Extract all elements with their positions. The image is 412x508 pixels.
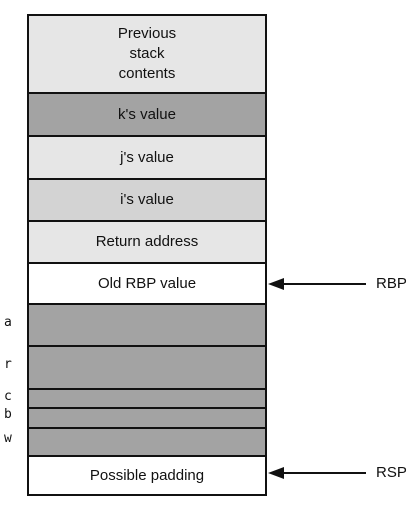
j-value-label: j's value	[120, 148, 174, 166]
local-a-label: a	[4, 315, 12, 330]
old-rbp-value-label: Old RBP value	[97, 274, 197, 292]
rbp-arrow-icon	[268, 278, 366, 290]
local-c-cell	[29, 388, 265, 407]
possible-padding-label: Possible padding	[89, 466, 205, 484]
return-address-cell: Return address	[29, 220, 265, 262]
rsp-pointer: RSP	[268, 463, 408, 483]
return-address-label: Return address	[95, 233, 199, 250]
i-value-label: i's value	[120, 191, 174, 208]
local-w-label: w	[4, 431, 12, 446]
i-value-cell: i's value	[29, 178, 265, 220]
local-a-cell	[29, 303, 265, 345]
rsp-arrow-icon	[268, 467, 366, 479]
local-c-label: c	[4, 389, 12, 404]
local-w-cell	[29, 427, 265, 455]
old-rbp-value-cell: Old RBP value	[29, 262, 265, 303]
rbp-pointer: RBP	[268, 274, 408, 294]
rsp-label: RSP	[376, 464, 407, 481]
local-r-cell	[29, 345, 265, 388]
possible-padding-cell: Possible padding	[29, 455, 265, 494]
stack-frame-diagram: Previous stack contents k's value j's va…	[27, 14, 267, 496]
local-r-label: r	[4, 357, 12, 372]
local-b-label: b	[4, 407, 12, 422]
previous-stack-contents-label: Previous stack contents	[117, 25, 177, 82]
k-value-cell: k's value	[29, 92, 265, 135]
rbp-label: RBP	[376, 275, 407, 292]
previous-stack-contents-cell: Previous stack contents	[29, 16, 265, 92]
local-b-cell	[29, 407, 265, 427]
k-value-label: k's value	[118, 105, 176, 123]
j-value-cell: j's value	[29, 135, 265, 178]
